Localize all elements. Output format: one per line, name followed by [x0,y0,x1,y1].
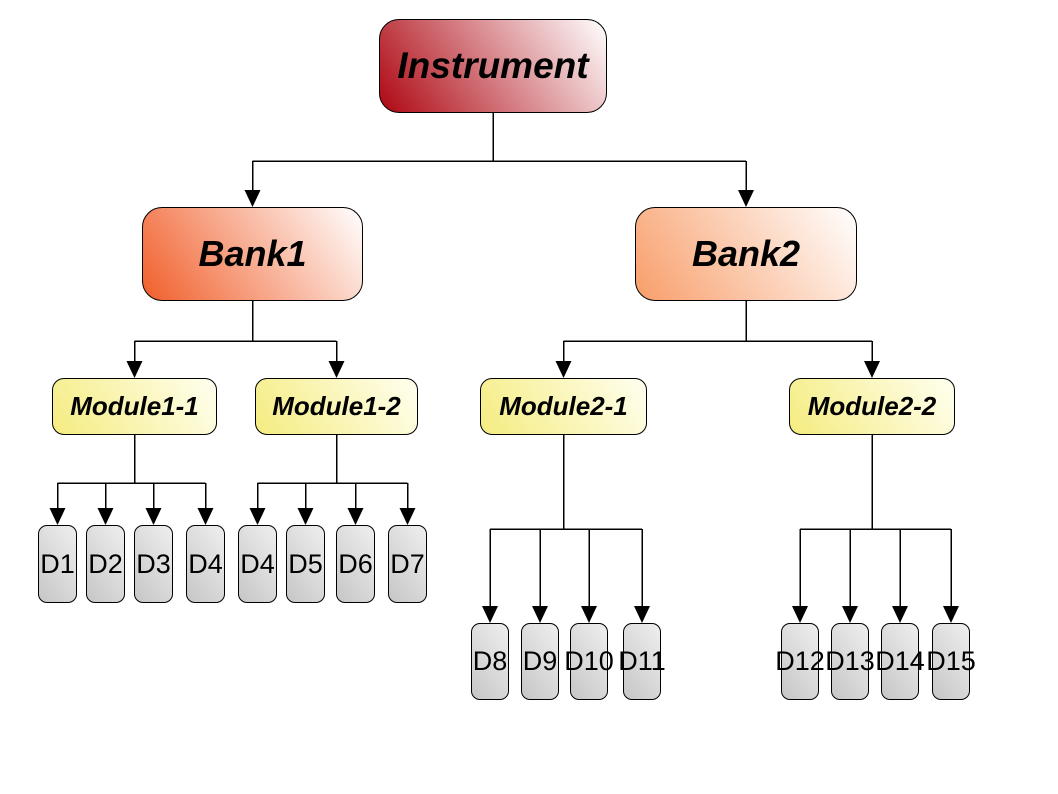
node-instrument-label: Instrument [397,45,589,86]
node-module1-1: Module1-1 [52,378,217,435]
arrowhead-down-icon [738,190,754,207]
connector-module2-1-devices [489,435,643,620]
node-bank1: Bank1 [142,207,363,301]
arrowhead-down-icon [97,508,114,525]
node-d6: D6 [336,525,375,603]
node-d5-label: D5 [288,548,323,579]
arrowhead-down-icon [126,361,143,378]
node-d12-label: D12 [775,646,825,676]
node-bank1-label: Bank1 [198,233,307,274]
node-d1: D1 [38,525,77,603]
arrowhead-down-icon [297,508,314,525]
node-d7-label: D7 [390,548,425,579]
node-d4-module1-2: D4 [238,525,277,603]
node-module1-2: Module1-2 [255,378,418,435]
arrowhead-down-icon [347,508,364,525]
node-d4-module1-2-label: D4 [240,548,275,579]
node-d5: D5 [286,525,325,603]
arrowhead-down-icon [581,606,597,623]
arrowhead-down-icon [482,606,498,623]
node-d10: D10 [564,623,614,700]
node-d8-label: D8 [472,646,508,676]
node-module2-1-label: Module2-1 [499,391,628,421]
connector-module1-2-devices [256,435,409,522]
node-d10-label: D10 [564,646,614,676]
node-bank2-label: Bank2 [691,233,801,274]
node-d4-module1-1: D4 [186,525,225,603]
node-d3: D3 [134,525,173,603]
connector-bank2-modules [562,301,873,375]
node-module1-2-label: Module1-2 [272,391,401,421]
node-module2-1: Module2-1 [480,378,647,435]
node-module1-1-label: Module1-1 [70,391,199,421]
node-d8: D8 [471,623,509,700]
node-module2-2-label: Module2-2 [807,391,937,421]
node-d9: D9 [521,623,559,700]
node-d12: D12 [775,623,825,700]
arrowhead-down-icon [532,606,548,623]
arrowhead-down-icon [197,508,214,525]
node-d15: D15 [926,623,976,700]
arrowhead-down-icon [943,606,959,623]
node-instrument: Instrument [379,19,607,113]
node-d14: D14 [875,623,925,700]
node-d2: D2 [86,525,125,603]
connector-module1-1-devices [56,435,207,522]
node-d15-label: D15 [926,646,976,676]
node-d14-label: D14 [875,646,925,676]
arrowhead-down-icon [892,606,908,623]
arrowhead-down-icon [49,508,66,525]
node-module2-2: Module2-2 [789,378,955,435]
arrowhead-down-icon [145,508,162,525]
connector-instrument-banks [251,113,747,204]
arrowhead-down-icon [249,508,266,525]
node-d11: D11 [618,623,666,700]
arrowhead-down-icon [399,508,416,525]
arrowhead-down-icon [634,606,650,623]
node-d3-label: D3 [136,548,171,579]
node-d1-label: D1 [40,548,75,579]
arrowhead-down-icon [328,361,345,378]
node-d4-module1-1-label: D4 [188,548,223,579]
connector-module2-2-devices [799,435,952,620]
node-d13-label: D13 [825,646,875,676]
arrowhead-down-icon [555,361,572,378]
node-d6-label: D6 [338,548,373,579]
connector-bank1-modules [133,301,338,375]
node-d9-label: D9 [522,646,558,676]
node-d11-label: D11 [618,646,666,676]
node-bank2: Bank2 [635,207,857,301]
arrowhead-down-icon [244,190,261,207]
arrowhead-down-icon [842,606,858,623]
arrowhead-down-icon [792,606,808,623]
node-d2-label: D2 [88,548,123,579]
node-d13: D13 [825,623,875,700]
node-d7: D7 [388,525,427,603]
arrowhead-down-icon [864,361,880,378]
